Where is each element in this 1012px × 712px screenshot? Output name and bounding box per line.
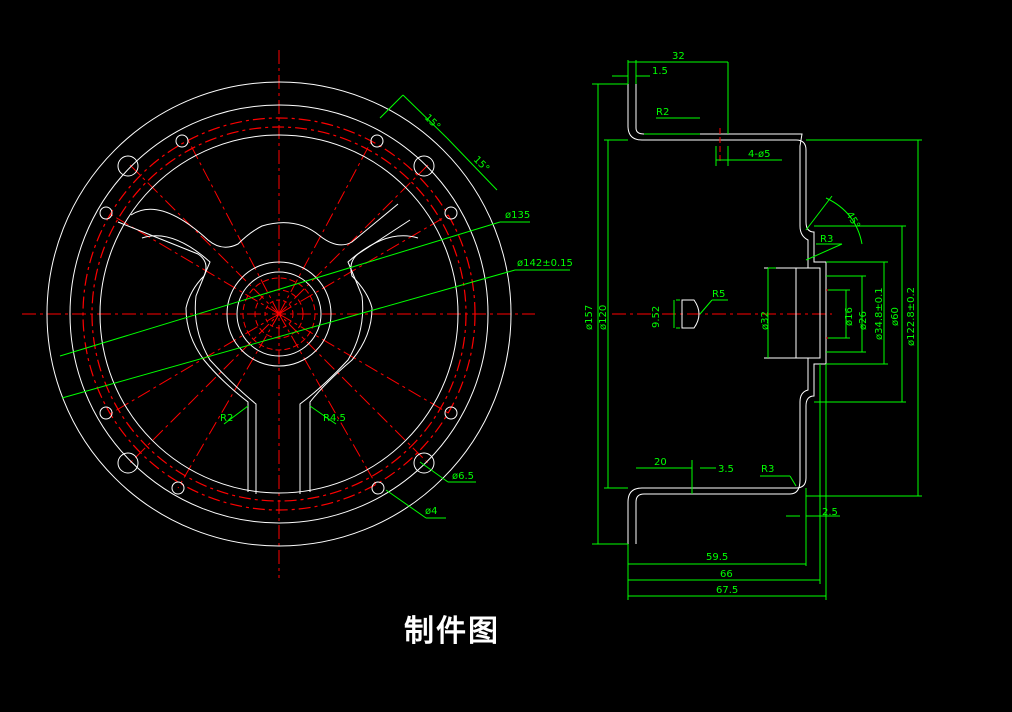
side-d25-label: 2.5 [822,507,838,518]
side-d20-label: 20 [654,457,667,468]
side-holes-label: 4-ø5 [748,149,770,160]
front-dia-4-label: ø4 [425,506,437,517]
side-dia-60-label: ø60 [890,307,901,326]
front-r45-label: R4.5 [323,413,346,424]
side-d35-label: 3.5 [718,464,734,475]
front-view: 15° 15° ø135 ø142±0.15 R2 R4.5 ø6.5 ø4 [22,50,573,578]
side-d15-label: 1.5 [652,66,668,77]
front-dimension-lines [59,94,570,519]
side-d32-label: 32 [672,51,685,62]
side-dia-32-label: ø32 [760,311,771,330]
side-profile-outer [627,84,827,544]
side-d952-label: 9.52 [651,306,662,328]
side-r3-bottom-label: R3 [761,464,774,475]
side-angle-45-label: 45° [843,210,861,231]
front-angle-2-label: 15° [471,154,491,174]
side-dia-1228-label: ø122.8±0.2 [906,287,917,346]
front-dia-135-label: ø135 [505,210,530,221]
drawing-title: 制件图 [404,614,500,649]
side-dia-16-label: ø16 [844,307,855,326]
side-dia-157-label: ø157 [584,305,595,330]
side-d595-label: 59.5 [706,552,728,563]
spoke-inner-outline [141,235,419,494]
side-profile-inner [635,84,821,544]
front-circles [46,81,512,547]
side-d66-label: 66 [720,569,733,580]
side-dia-120-label: ø120 [598,305,609,330]
side-dia-348-label: ø34.8±0.1 [874,287,885,340]
front-angle-1-label: 15° [422,112,442,132]
side-dimension-lines [592,60,922,600]
bolt-holes [99,134,458,495]
side-view: 32 1.5 R2 4-ø5 45° R3 R5 9.52 ø32 ø157 ø… [584,51,922,600]
front-dia-65-label: ø6.5 [452,471,474,482]
front-dia-142-label: ø142±0.15 [517,258,573,269]
side-r3-top-label: R3 [820,234,833,245]
front-r2-label: R2 [220,413,233,424]
side-r5-label: R5 [712,289,725,300]
side-d675-label: 67.5 [716,585,738,596]
side-dia-26-label: ø26 [858,311,869,330]
spoke-cutout-outline [117,203,411,492]
side-r2-label: R2 [656,107,669,118]
